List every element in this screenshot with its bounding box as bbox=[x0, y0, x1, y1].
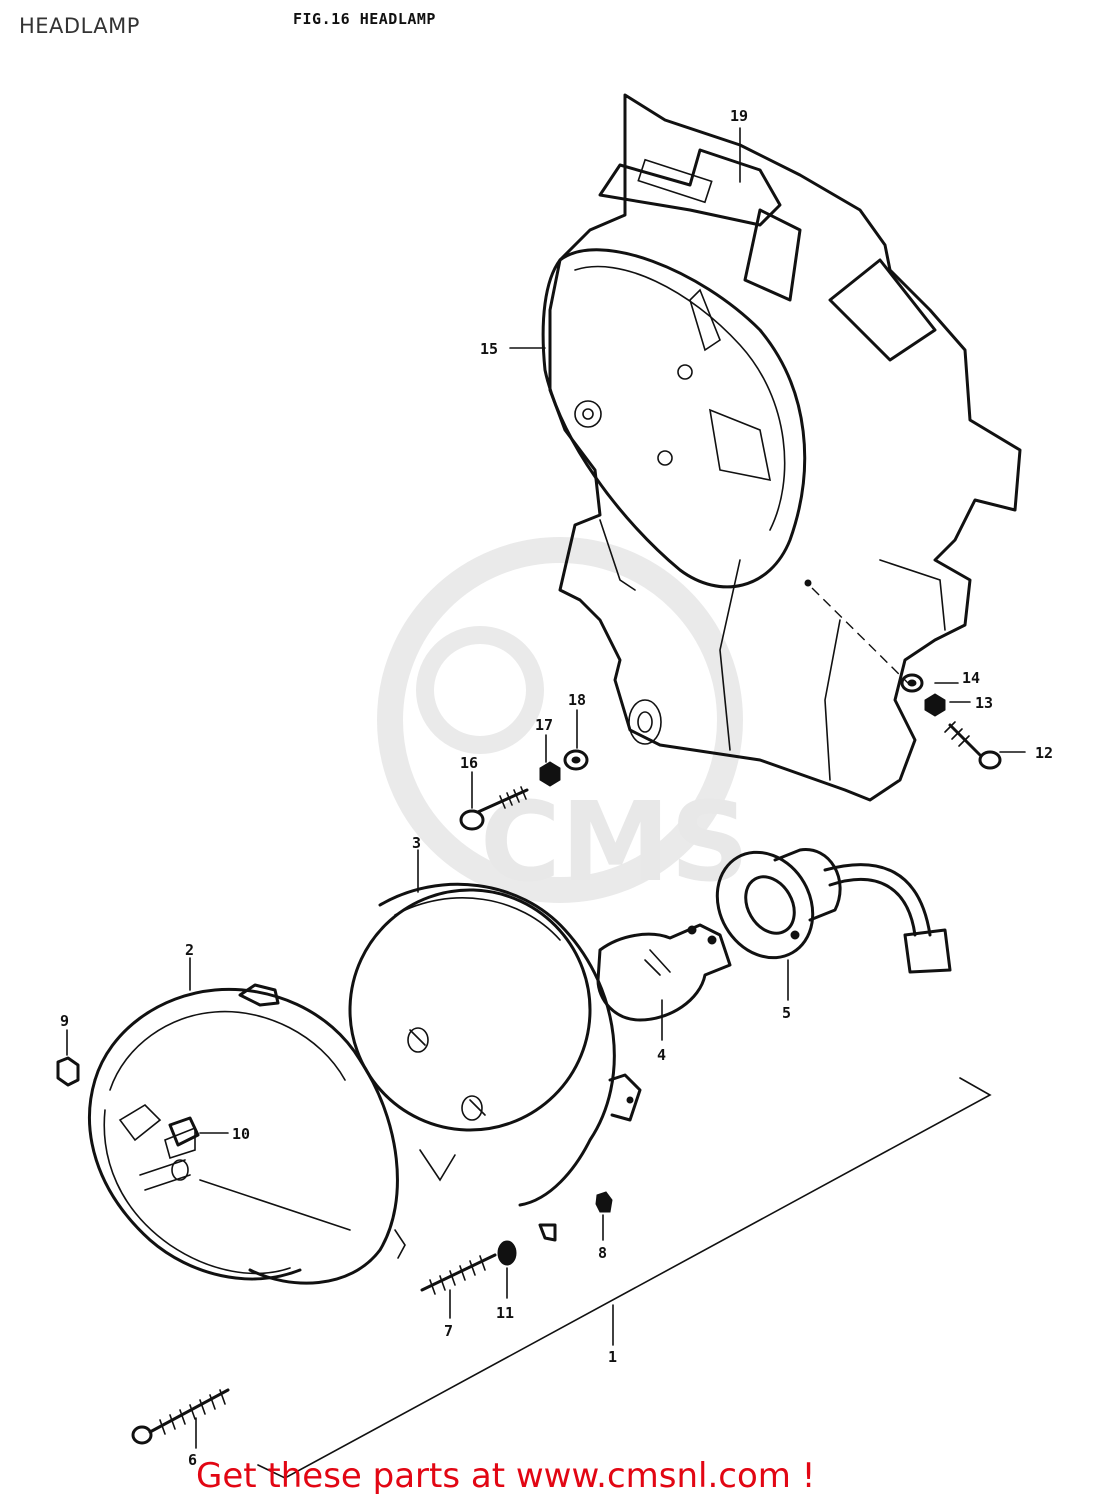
part-10-clip bbox=[168, 1116, 200, 1147]
part-4-bulb bbox=[596, 923, 732, 1022]
leader-lines bbox=[66, 127, 1026, 1449]
callout-10: 10 bbox=[232, 1125, 250, 1143]
callout-6: 6 bbox=[188, 1451, 197, 1469]
callout-3: 3 bbox=[412, 834, 421, 852]
callout-16: 16 bbox=[460, 754, 478, 772]
watermark-text: CMS bbox=[480, 778, 749, 906]
footer-promo-link[interactable]: Get these parts at www.cmsnl.com ! bbox=[196, 1456, 816, 1496]
page-title: HEADLAMP bbox=[19, 14, 140, 38]
part-6-screw bbox=[131, 1388, 230, 1445]
part-5-bulb-socket bbox=[715, 848, 952, 974]
callout-14: 14 bbox=[962, 669, 980, 687]
callout-18: 18 bbox=[568, 691, 586, 709]
callout-12: 12 bbox=[1035, 744, 1053, 762]
figure-title: FIG.16 HEADLAMP bbox=[293, 10, 436, 28]
callout-7: 7 bbox=[444, 1322, 453, 1340]
part-11-nut bbox=[497, 1240, 517, 1266]
part-7-adjust-screw bbox=[420, 1253, 497, 1295]
callout-19: 19 bbox=[730, 107, 748, 125]
part-8-nut bbox=[595, 1191, 613, 1213]
part-17-nut bbox=[539, 761, 561, 787]
part-3-headlamp-unit bbox=[348, 882, 642, 1242]
callout-11: 11 bbox=[496, 1304, 514, 1322]
callout-4: 4 bbox=[657, 1046, 666, 1064]
part-13-nut bbox=[924, 693, 946, 717]
callout-15: 15 bbox=[480, 340, 498, 358]
part-12-bolt bbox=[944, 721, 1002, 770]
callout-17: 17 bbox=[535, 716, 553, 734]
callout-8: 8 bbox=[598, 1244, 607, 1262]
callout-1: 1 bbox=[608, 1348, 617, 1366]
callout-13: 13 bbox=[975, 694, 993, 712]
headlamp-housing bbox=[541, 93, 1022, 802]
callout-5: 5 bbox=[782, 1004, 791, 1022]
part-18-washer bbox=[563, 749, 589, 771]
part-9-screw bbox=[56, 1056, 80, 1087]
callout-2: 2 bbox=[185, 941, 194, 959]
part-14-washer bbox=[900, 673, 924, 693]
part-2-headlamp-rim bbox=[88, 983, 406, 1285]
assembly-guide-line bbox=[811, 587, 911, 686]
assembly-bracket bbox=[257, 1077, 992, 1479]
callout-9: 9 bbox=[60, 1012, 69, 1030]
callouts: 19 15 14 13 12 16 17 18 3 2 4 5 9 10 8 1… bbox=[60, 107, 1053, 1469]
cms-watermark: CMS bbox=[377, 537, 749, 906]
part-16-bolt bbox=[459, 786, 529, 831]
